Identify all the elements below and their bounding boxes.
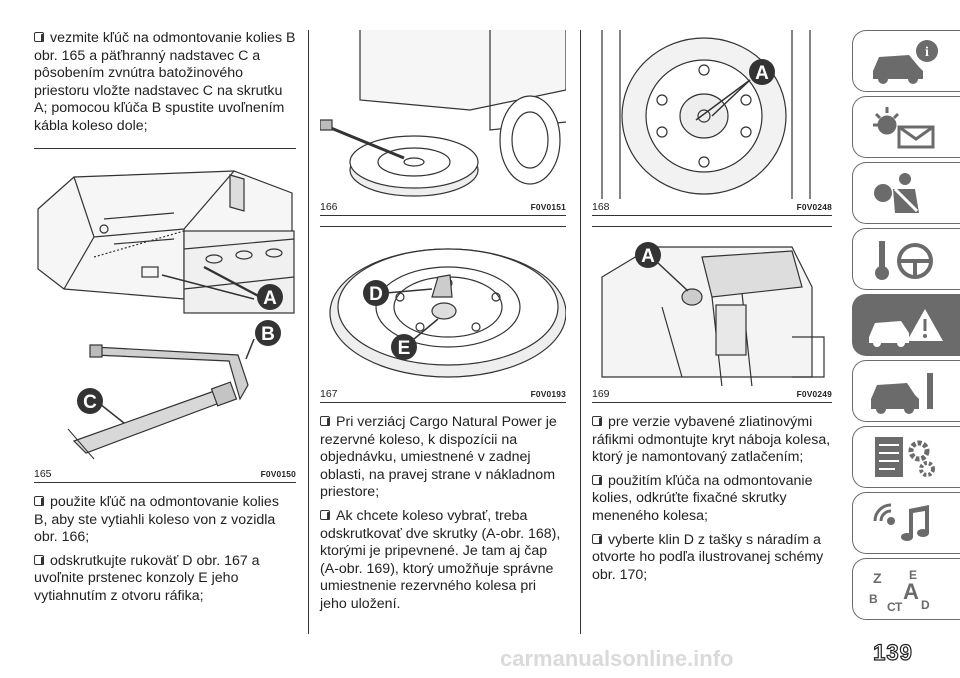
bullet-icon	[320, 509, 331, 521]
paragraph: pre verzie vybavené zliatinovými ráfikmi…	[592, 414, 832, 467]
bullet-icon	[592, 474, 603, 486]
figure-168-caption: 168 F0V0248	[592, 199, 832, 216]
figure-167-callouts: D E	[363, 280, 439, 360]
bullet-icon	[34, 554, 45, 566]
figure-code: F0V0151	[530, 202, 566, 212]
paragraph-text: použite kľúč na odmontovanie kolies B, a…	[34, 494, 279, 546]
figure-168-illustration: A	[601, 30, 811, 200]
figure-166-caption: 166 F0V0151	[320, 199, 566, 216]
paragraph-text: použitím kľúča na odmontovanie kolies, o…	[592, 472, 813, 524]
paragraph: použitím kľúča na odmontovanie kolies, o…	[592, 473, 832, 526]
tab-car-info[interactable]: i	[852, 30, 960, 92]
watermark-text: carmanualsonline.info	[500, 646, 734, 671]
tab-maintenance[interactable]	[852, 360, 960, 422]
paragraph-text: Ak chcete koleso vybrať, treba odskrutko…	[320, 507, 561, 612]
callout-a-label: A	[755, 63, 769, 84]
figure-number: 166	[320, 201, 338, 213]
figure-number: 169	[592, 388, 610, 400]
airbag-seatbelt-icon	[874, 173, 919, 213]
svg-text:B: B	[869, 592, 878, 606]
figure-165-illustration: A B C	[37, 170, 295, 460]
svg-text:C: C	[887, 600, 896, 613]
figure-169-illustration: A	[601, 242, 825, 387]
page-number: 139	[873, 639, 913, 665]
svg-text:i: i	[925, 45, 929, 60]
bullet-icon	[320, 416, 331, 427]
figure-165-callouts: A B C	[77, 274, 283, 424]
svg-text:A: A	[903, 579, 919, 604]
callout-b-label: B	[261, 324, 275, 345]
figure-code: F0V0248	[796, 202, 832, 212]
paragraph: odskrutkujte rukoväť D obr. 167 a uvoľni…	[34, 553, 296, 606]
multimedia-music-icon	[873, 503, 929, 541]
paragraph: Ak chcete koleso vybrať, treba odskrutko…	[320, 508, 566, 614]
figure-169-callouts: A	[635, 242, 689, 292]
figure-169: A 169 F0V0249	[592, 226, 832, 403]
figure-167-illustration: D E	[329, 248, 566, 378]
figure-168-callouts: A	[695, 59, 775, 121]
figure-code: F0V0150	[260, 469, 296, 479]
paragraph: vezmite kľúč na odmontovanie kolies B ob…	[34, 30, 296, 136]
figure-166-illustration	[320, 30, 566, 197]
column-2: Pri verziácj Cargo Natural Power je reze…	[320, 414, 566, 620]
figure-165-caption: 165 F0V0150	[34, 466, 296, 483]
tab-multimedia[interactable]	[852, 492, 960, 554]
paragraph-text: Pri verziácj Cargo Natural Power je reze…	[320, 414, 557, 501]
paragraph-text: pre verzie vybavené zliatinovými ráfikmi…	[592, 414, 831, 466]
tab-warning-lights[interactable]	[852, 96, 960, 158]
figure-number: 168	[592, 201, 610, 213]
tab-in-an-emergency[interactable]	[852, 294, 960, 356]
paragraph: vyberte klin D z tašky s náradím a otvor…	[592, 532, 832, 585]
figure-code: F0V0193	[530, 389, 566, 399]
callout-d-label: D	[369, 284, 383, 305]
tab-safety[interactable]	[852, 162, 960, 224]
figure-169-caption: 169 F0V0249	[592, 386, 832, 403]
figure-number: 165	[34, 468, 52, 480]
column-rule-2	[580, 30, 581, 634]
warning-light-mail-icon	[873, 107, 935, 149]
technical-data-gears-icon	[875, 437, 935, 477]
figure-number: 167	[320, 388, 338, 400]
column-1-lower: použite kľúč na odmontovanie kolies B, a…	[34, 494, 296, 612]
column-3: pre verzie vybavené zliatinovými ráfikmi…	[592, 414, 832, 590]
paragraph-text: odskrutkujte rukoväť D obr. 167 a uvoľni…	[34, 552, 260, 604]
callout-c-label: C	[83, 392, 97, 413]
figure-165: A B C 165 F0V0150	[34, 148, 296, 483]
svg-text:T: T	[895, 600, 903, 613]
paragraph-text: vezmite kľúč na odmontovanie kolies B ob…	[34, 30, 296, 134]
column-rule-1	[308, 30, 309, 634]
bullet-icon	[592, 416, 603, 427]
svg-text:E: E	[909, 568, 917, 582]
callout-e-label: E	[398, 338, 411, 359]
callout-a-label: A	[641, 246, 655, 267]
bullet-icon	[34, 32, 45, 43]
breakdown-warning-triangle-icon	[869, 309, 943, 347]
figure-166: 166 F0V0151	[320, 30, 566, 216]
figure-168: A 168 F0V0248	[592, 30, 832, 216]
paragraph: použite kľúč na odmontovanie kolies B, a…	[34, 494, 296, 547]
bullet-icon	[592, 533, 603, 545]
key-steering-wheel-icon	[875, 241, 933, 280]
figure-167-caption: 167 F0V0193	[320, 386, 566, 403]
svg-text:D: D	[921, 598, 930, 612]
figure-167: D E 167 F0V0193	[320, 226, 566, 403]
tab-starting-driving[interactable]	[852, 228, 960, 290]
bullet-icon	[34, 496, 45, 507]
tab-technical-data[interactable]	[852, 426, 960, 488]
paragraph-text: vyberte klin D z tašky s náradím a otvor…	[592, 531, 824, 583]
car-info-icon: i	[873, 40, 938, 84]
paragraph: Pri verziácj Cargo Natural Power je reze…	[320, 414, 566, 502]
callout-a-label: A	[263, 288, 277, 309]
column-1: vezmite kľúč na odmontovanie kolies B ob…	[34, 22, 296, 136]
figure-code: F0V0249	[796, 389, 832, 399]
svg-text:Z: Z	[873, 570, 882, 586]
car-maintenance-wrench-icon	[871, 373, 933, 414]
